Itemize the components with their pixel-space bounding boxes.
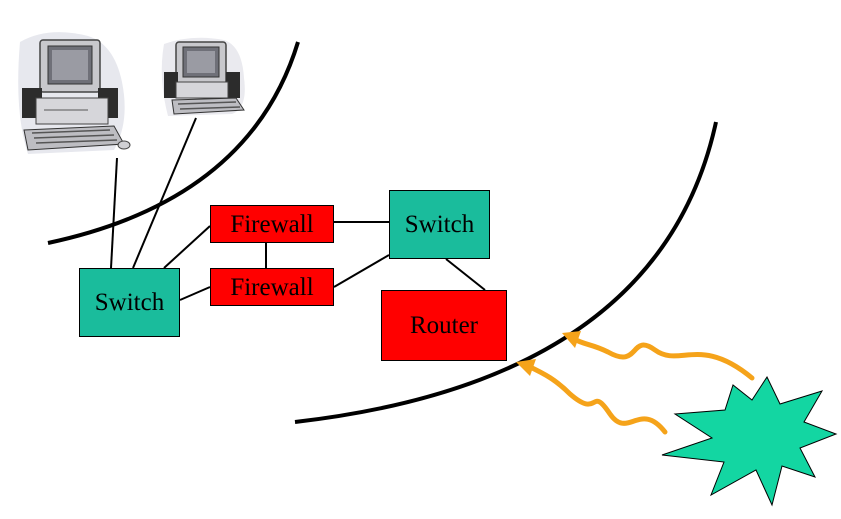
outer-boundary-curve [294,121,718,424]
attack-arrow-lower [516,359,668,435]
link-switch-firewall-top [163,225,211,269]
starburst-icon [661,375,838,507]
link-firewall-bottom-switch-right [333,254,390,288]
desktop-computer-icon [161,37,245,116]
router-label: Router [409,312,479,339]
firewall-bottom[interactable]: Firewall [210,268,334,306]
firewall-top[interactable]: Firewall [210,205,334,243]
link-computer-right-switch [132,117,197,269]
attack-arrow-upper [562,331,755,381]
desktop-computer-icon [18,32,131,154]
switch-right[interactable]: Switch [389,190,490,259]
switch-left[interactable]: Switch [79,268,180,337]
router[interactable]: Router [381,290,507,361]
inner-boundary-curve [47,41,300,245]
link-switch-right-router [445,258,486,291]
link-computer-left-switch [110,157,118,269]
firewall-top-label: Firewall [230,210,314,238]
link-switch-firewall-bottom [179,286,211,301]
switch-left-label: Switch [94,289,165,316]
switch-right-label: Switch [404,211,475,238]
firewall-bottom-label: Firewall [230,273,314,301]
